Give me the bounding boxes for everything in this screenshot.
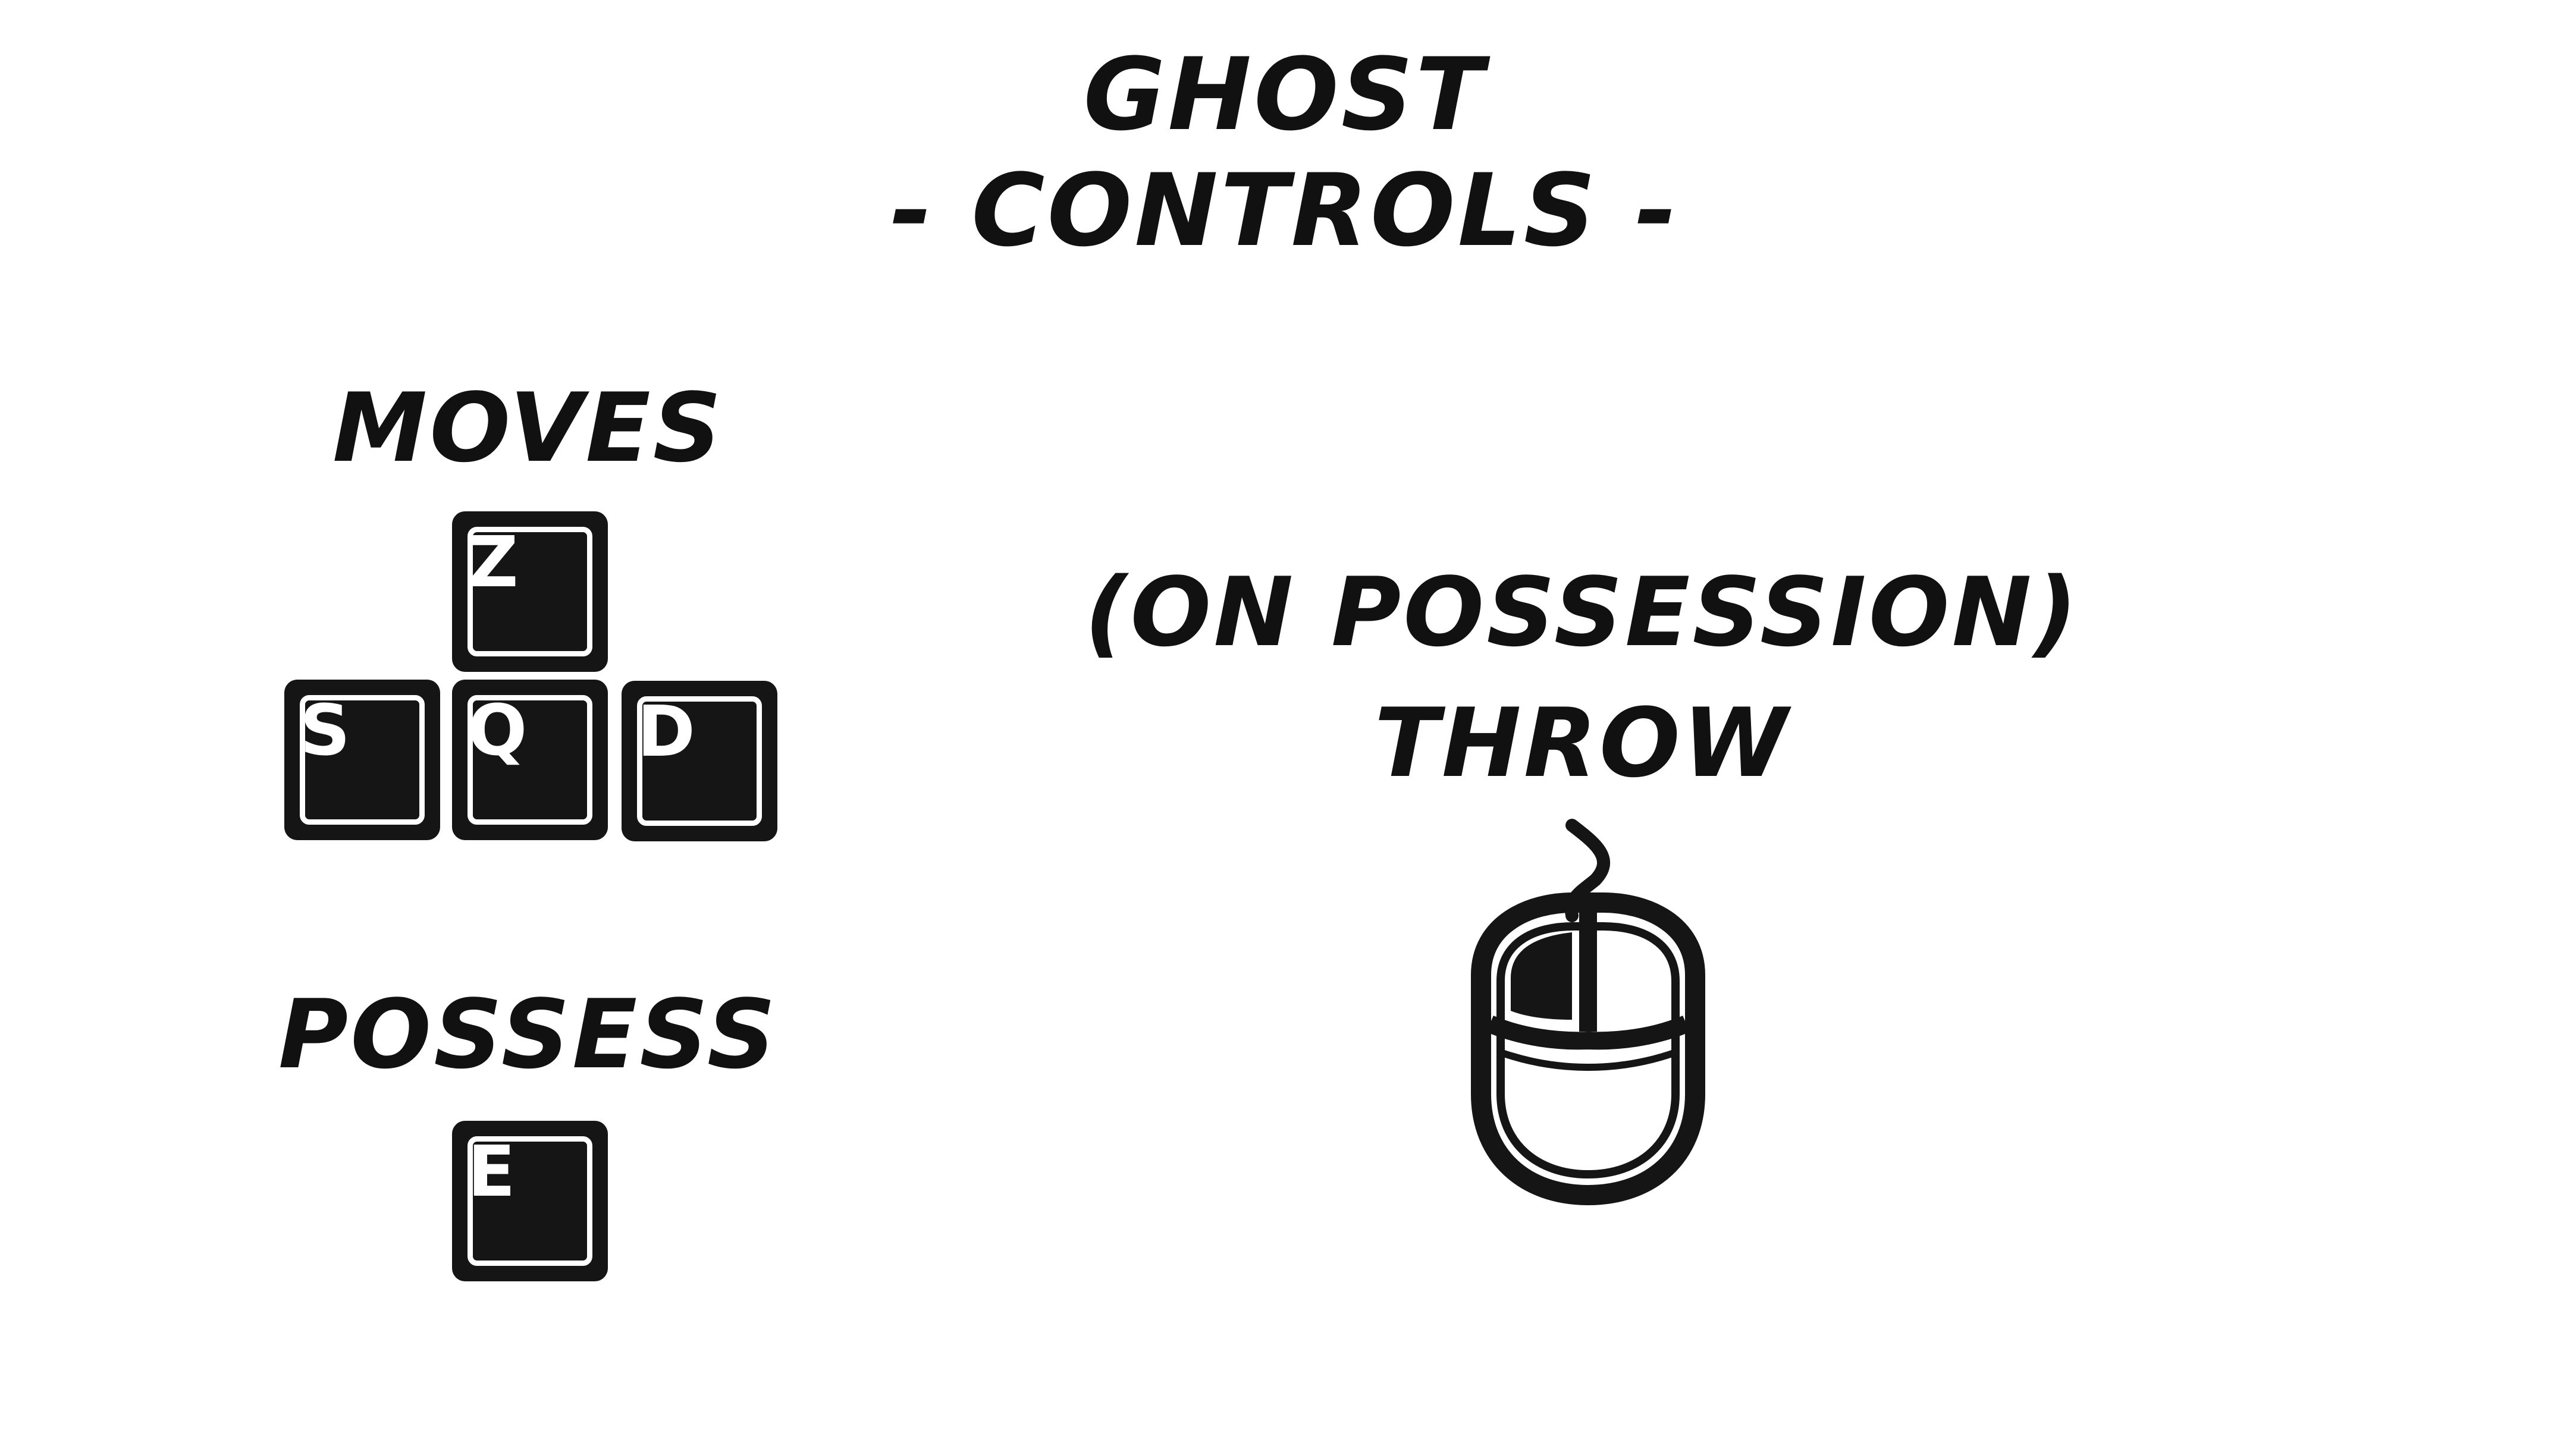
possess-label: POSSESS (278, 979, 779, 1090)
key-e-icon: E (452, 1121, 608, 1281)
key-border (637, 696, 762, 826)
key-cap-z: Z (467, 521, 519, 603)
key-cap-e: E (467, 1130, 516, 1212)
key-s-icon: S (284, 680, 440, 840)
title-ghost: GHOST (1083, 36, 1486, 153)
key-border (300, 695, 425, 825)
key-cap-q: Q (467, 689, 528, 771)
key-cap-d: D (637, 690, 695, 772)
moves-label: MOVES (332, 372, 724, 483)
key-cap-s: S (300, 689, 350, 771)
key-border (467, 527, 592, 656)
key-border (467, 695, 592, 825)
key-q-icon: Q (452, 680, 608, 840)
mouse-left-click-icon (1471, 819, 1705, 1206)
title-controls: - CONTROLS - (890, 152, 1679, 269)
key-d-icon: D (622, 681, 777, 841)
key-z-icon: Z (452, 511, 608, 672)
throw-label: THROW (1374, 687, 1790, 799)
throw-condition-label: (ON POSSESSION) (1084, 557, 2080, 668)
key-border (467, 1136, 592, 1266)
